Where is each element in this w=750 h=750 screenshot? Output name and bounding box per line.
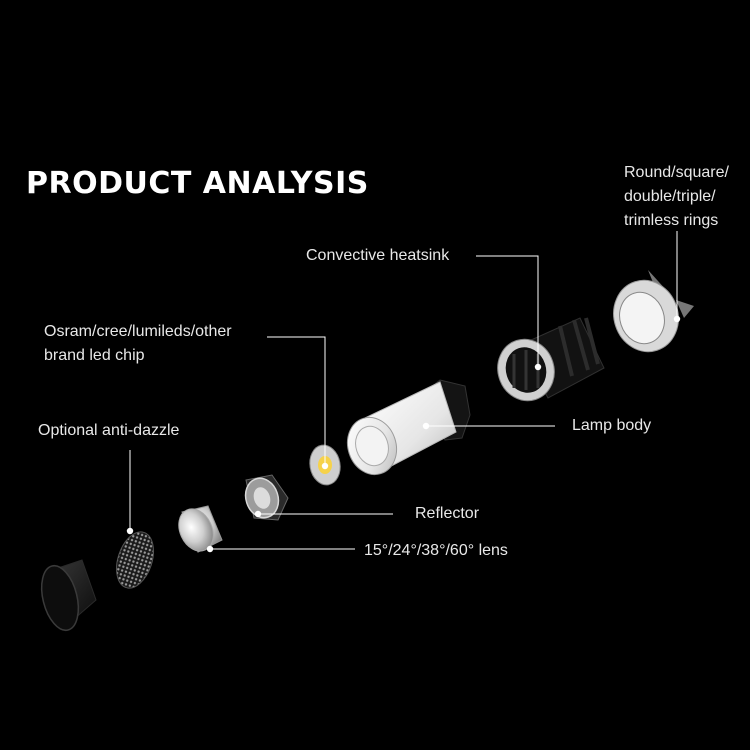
label-reflector: Reflector — [415, 505, 480, 522]
label-heatsink: Convective heatsink — [306, 247, 450, 264]
lens-part — [178, 505, 223, 553]
front-cap-part — [40, 559, 97, 632]
reflector-part — [244, 474, 289, 521]
leader-heatsink — [476, 255, 539, 366]
label-lamp-body: Lamp body — [572, 417, 652, 434]
label-rings: Round/square/ double/triple/ trimless ri… — [624, 161, 729, 233]
leader-lines — [129, 231, 678, 550]
leader-led-chip — [267, 336, 326, 465]
label-rings-line-1: Round/square/ — [624, 164, 729, 181]
leader-endpoints — [126, 315, 681, 553]
label-led-chip: Osram/cree/lumileds/other brand led chip — [44, 320, 232, 368]
label-rings-line-2: double/triple/ — [624, 188, 716, 205]
label-lens: 15°/24°/38°/60° lens — [364, 542, 508, 559]
label-anti-dazzle: Optional anti-dazzle — [38, 422, 180, 439]
label-led-chip-line-2: brand led chip — [44, 347, 145, 364]
ring-part — [613, 270, 694, 353]
label-led-chip-line-1: Osram/cree/lumileds/other — [44, 323, 232, 340]
anti-dazzle-part — [116, 531, 154, 589]
page-title: PRODUCT ANALYSIS — [26, 166, 369, 201]
label-rings-line-3: trimless rings — [624, 212, 719, 229]
heatsink-part — [497, 317, 605, 402]
lamp-body-part — [346, 379, 471, 476]
